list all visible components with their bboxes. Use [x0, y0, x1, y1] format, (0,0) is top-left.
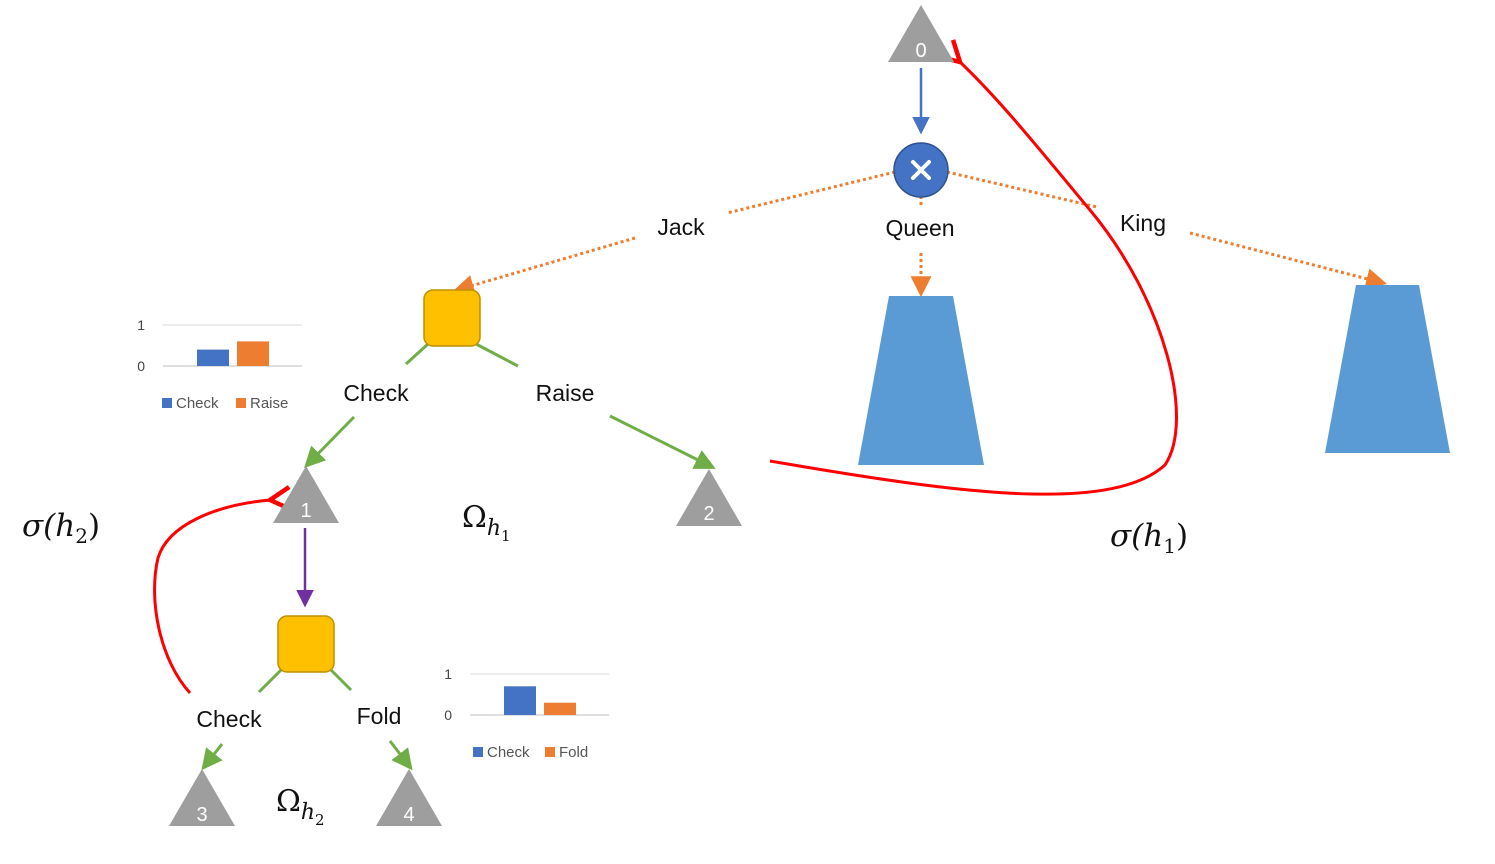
terminal-node-0: 0 [888, 5, 954, 62]
chart-bottom-legend-check: Check [487, 744, 530, 761]
chart-top-legend-swatch-raise [236, 398, 246, 408]
terminal-node-3: 3 [169, 769, 235, 826]
decision-node-bottom [277, 615, 335, 673]
edge-chance-to-jack-label [726, 170, 896, 215]
node-0-label: 0 [915, 40, 926, 62]
action-label-fold: Fold [357, 703, 402, 729]
chart-bottom-bar-fold [544, 702, 576, 715]
edge-jack-to-decision [452, 236, 636, 296]
sigma-h1-label: σ(h1) [1110, 518, 1188, 558]
chart-bottom-bar-check [504, 686, 536, 715]
node-3-label: 3 [196, 804, 207, 826]
chart-bottom-tick-1: 1 [444, 666, 452, 682]
chart-top-tick-1: 1 [137, 317, 145, 333]
omega-h1-label: Ωh1 [462, 500, 511, 545]
queen-subtree [858, 296, 984, 465]
chart-top-tick-0: 0 [137, 358, 145, 374]
sigma-h2-arrow [153, 500, 270, 695]
chance-node [893, 142, 949, 198]
chart-top-legend-raise: Raise [250, 395, 288, 412]
edge-raise-to-node2 [609, 414, 716, 469]
policy-chart-top: 1 0 Check Raise [137, 317, 302, 412]
chart-bottom-legend-fold: Fold [559, 744, 588, 761]
terminal-node-4: 4 [376, 769, 442, 826]
close-x-icon [911, 160, 931, 180]
chart-top-legend-check: Check [176, 395, 219, 412]
edge-decision-top-to-raise [475, 342, 519, 368]
action-label-check-top: Check [343, 380, 409, 406]
node-4-label: 4 [403, 804, 414, 826]
card-label-king: King [1120, 210, 1166, 236]
node-2-label: 2 [703, 503, 714, 525]
node-1-label: 1 [300, 500, 311, 522]
chart-top-legend-swatch-check [162, 398, 172, 408]
edge-king-to-subtree [1189, 231, 1388, 289]
sigma-h2-label: σ(h2) [22, 508, 100, 548]
edge-check-to-node1 [304, 415, 356, 469]
chart-bottom-legend-swatch-check [473, 747, 483, 757]
action-label-raise: Raise [536, 380, 595, 406]
edge-decision-bottom-to-check [257, 667, 284, 694]
edge-decision-bottom-to-fold [328, 667, 353, 692]
edge-chance-to-king-label [946, 170, 1098, 209]
king-subtree [1325, 285, 1450, 453]
policy-chart-bottom: 1 0 Check Fold [444, 666, 609, 761]
decision-node-top [423, 289, 481, 347]
edge-fold-to-node4 [388, 740, 413, 771]
chart-bottom-legend-swatch-fold [545, 747, 555, 757]
card-label-queen: Queen [885, 215, 954, 241]
chart-top-bar-check [197, 349, 229, 366]
chart-bottom-tick-0: 0 [444, 707, 452, 723]
card-label-jack: Jack [657, 214, 705, 240]
edge-check-to-node3 [201, 743, 224, 771]
terminal-node-1: 1 [273, 466, 339, 523]
terminal-node-2: 2 [676, 469, 742, 526]
action-label-check-bottom: Check [196, 706, 262, 732]
edge-decision-top-to-check [404, 342, 430, 366]
omega-h2-label: Ωh2 [276, 784, 325, 829]
sigma-h1-arrow [769, 62, 1178, 496]
chart-top-bar-raise [237, 341, 269, 366]
